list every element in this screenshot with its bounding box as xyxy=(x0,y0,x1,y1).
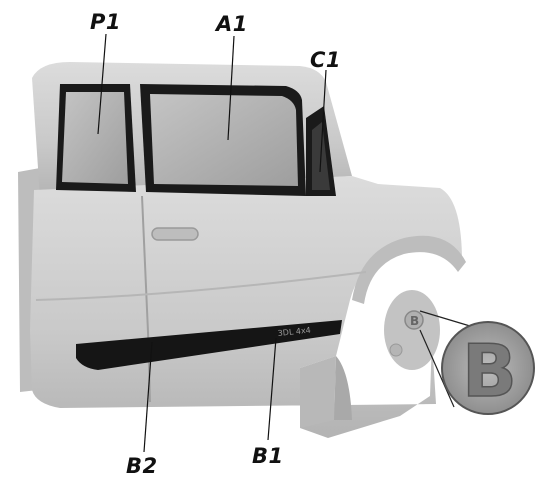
callout-p1: P1 xyxy=(90,10,122,34)
leader-p1 xyxy=(97,33,107,135)
side-trim-strip xyxy=(76,320,342,370)
wheel-arch-lower xyxy=(334,356,352,420)
small-b-badge xyxy=(404,310,424,330)
leader-a1 xyxy=(227,35,235,141)
body-crease xyxy=(35,271,367,301)
rocker-shadow xyxy=(300,356,336,428)
small-b-letter: B xyxy=(410,314,419,328)
zoom-connector-top xyxy=(419,310,471,327)
door-handle xyxy=(151,227,199,241)
fuel-door-knob xyxy=(389,343,403,357)
leader-b1 xyxy=(267,337,277,441)
zoom-badge xyxy=(441,321,535,415)
callout-a1: A1 xyxy=(216,12,248,36)
door-body xyxy=(30,176,462,438)
zoom-badge-letter: B xyxy=(462,329,517,413)
front-window-glass xyxy=(150,94,298,186)
callout-c1: C1 xyxy=(310,48,342,72)
leader-b2 xyxy=(143,341,153,453)
trim-emblem-text: 3DL 4x4 xyxy=(277,326,311,338)
leader-c1 xyxy=(319,69,327,173)
callout-b2: B2 xyxy=(126,454,158,478)
callout-b1: B1 xyxy=(252,444,284,468)
fender-flare xyxy=(352,235,466,304)
fuel-door xyxy=(384,290,440,370)
zoom-connector-bottom xyxy=(419,329,455,408)
rear-window-glass xyxy=(62,92,128,184)
